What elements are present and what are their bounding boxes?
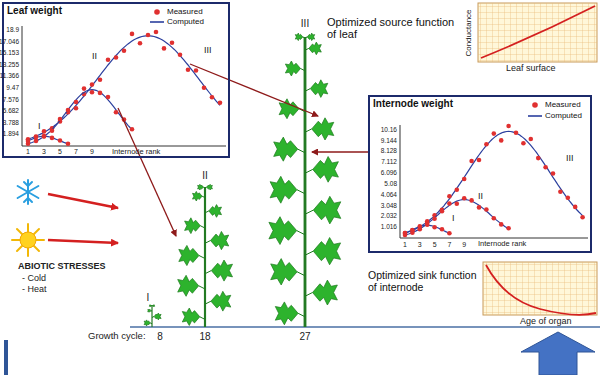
label: Growth cycle: [88, 331, 146, 341]
chart-title: Internode weight [373, 98, 453, 109]
label: 13.255 [0, 61, 19, 68]
legend-swatch [150, 8, 164, 16]
label: 9.47 [6, 84, 19, 91]
label: 18.9 [6, 26, 19, 33]
label: 9 [90, 148, 94, 156]
label: 4.064 [381, 191, 397, 198]
chart-panel: Internode weight MeasuredComputed [368, 95, 592, 253]
label: 8.128 [381, 148, 397, 155]
label: 10.16 [381, 126, 397, 133]
label: 5.08 [384, 180, 397, 187]
legend-entry: Measured [150, 7, 203, 16]
label: 1 [26, 148, 30, 156]
label: I [38, 122, 41, 132]
label: 27 [299, 331, 310, 342]
label: Optimized sink function of internode [368, 270, 481, 293]
legend-entry: Measured [528, 100, 581, 109]
legend-text: Computed [545, 111, 582, 120]
label: 9 [462, 241, 466, 249]
legend-entry: Computed [528, 111, 582, 120]
legend-swatch [528, 112, 542, 120]
chart-panel: Leaf weight MeasuredComputed [2, 2, 230, 158]
label: 2.032 [381, 213, 397, 220]
legend-swatch [150, 18, 164, 26]
label: III [566, 154, 574, 164]
label: II [478, 192, 483, 202]
label: 7 [74, 148, 78, 156]
label: Internode rank [478, 240, 526, 248]
label: 5.682 [3, 108, 19, 115]
label: 8 [157, 331, 163, 342]
label: Internode rank [112, 148, 160, 156]
label: 7.576 [3, 96, 19, 103]
legend-text: Measured [545, 100, 581, 109]
label: 18 [199, 331, 210, 342]
label: I [147, 292, 150, 303]
label: 3 [42, 148, 46, 156]
label: 9.144 [381, 137, 397, 144]
legend-text: Computed [167, 17, 204, 26]
legend-text: Measured [167, 7, 203, 16]
legend-entry: Computed [150, 17, 204, 26]
label: Leaf surface [506, 64, 556, 74]
label: 7 [447, 241, 451, 249]
label: - Heat [22, 285, 47, 295]
label: Age of organ [520, 317, 572, 327]
label: 5 [433, 241, 437, 249]
label: 5 [58, 148, 62, 156]
label: 7.112 [381, 159, 397, 166]
label: II [202, 170, 208, 181]
label: Conductance [465, 9, 474, 56]
label: 15.153 [0, 50, 19, 57]
label: III [204, 46, 212, 56]
label: 1 [403, 241, 407, 249]
label: 6.096 [381, 169, 397, 176]
label: - Cold [22, 274, 46, 284]
label: II [92, 52, 97, 62]
label: III [301, 18, 309, 29]
label: ABIOTIC STRESSES [18, 262, 106, 272]
legend-swatch [528, 101, 542, 109]
label: 3 [418, 241, 422, 249]
chart-title: Leaf weight [7, 5, 62, 16]
label: Optimized source function of leaf [327, 16, 455, 40]
label: 11.366 [0, 73, 19, 80]
label: 3.788 [3, 119, 19, 126]
label: 1.894 [3, 131, 19, 138]
label: 1.016 [381, 224, 397, 231]
label: 17.046 [0, 38, 19, 45]
label: I [452, 214, 455, 224]
label: 3.048 [381, 202, 397, 209]
